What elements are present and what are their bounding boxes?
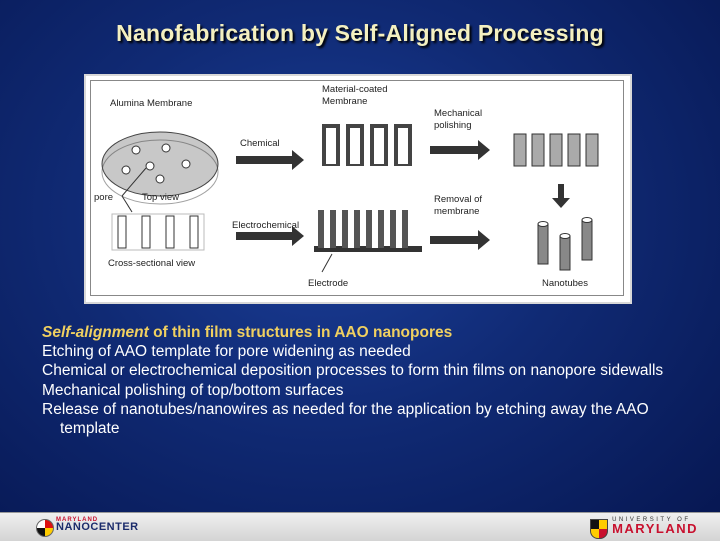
- nanocenter-big-text: NANOCENTER: [56, 521, 139, 533]
- down-arrow: [552, 184, 570, 208]
- umd-small-text: UNIVERSITY OF: [612, 517, 691, 523]
- label-electrode: Electrode: [308, 278, 348, 289]
- bullet-list: Self-alignment of thin film structures i…: [42, 323, 682, 438]
- process-diagram: Alumina Membrane Material-coated Membran…: [84, 74, 632, 304]
- label-alumina-membrane: Alumina Membrane: [110, 98, 192, 109]
- label-cross-sectional: Cross-sectional view: [108, 258, 195, 269]
- diagram-frame: [90, 80, 624, 296]
- label-material-coated-1: Material-coated: [322, 84, 387, 95]
- label-removal-1: Removal of: [434, 194, 482, 205]
- label-electrochemical: Electrochemical: [232, 220, 299, 231]
- bullet-1: Self-alignment of thin film structures i…: [42, 323, 682, 342]
- slide-title: Nanofabrication by Self-Aligned Processi…: [116, 20, 604, 46]
- nanocenter-logo-icon: [36, 519, 54, 537]
- label-top-view: Top view: [142, 192, 179, 203]
- label-mechanical-2: polishing: [434, 120, 472, 131]
- label-material-coated-2: Membrane: [322, 96, 367, 107]
- membrane-disk: [101, 131, 219, 205]
- label-nanotubes: Nanotubes: [542, 278, 588, 289]
- footer-bar: MARYLAND NANOCENTER UNIVERSITY OF MARYLA…: [0, 512, 720, 541]
- label-chemical: Chemical: [240, 138, 280, 149]
- nanotubes: [537, 217, 593, 271]
- umd-shield-icon: [590, 519, 609, 539]
- cross-section-pores: [111, 213, 205, 251]
- bullet-1-rest: of thin film structures in AAO nanopores: [148, 324, 453, 341]
- electrodeposited-structure: [314, 210, 422, 252]
- bullet-4: Mechanical polishing of top/bottom surfa…: [42, 381, 344, 399]
- bullet-1-highlight: Self-alignment: [42, 324, 149, 341]
- bullet-3: Chemical or electrochemical deposition p…: [42, 362, 664, 380]
- label-removal-2: membrane: [434, 206, 479, 217]
- diagram-svg: Alumina Membrane Material-coated Membran…: [94, 84, 599, 289]
- nanocenter-small-text: MARYLAND: [56, 517, 99, 523]
- coated-membrane: [322, 124, 412, 166]
- polishing-arrow: [430, 140, 490, 160]
- electrochemical-arrow: [236, 226, 304, 246]
- label-pore: pore: [94, 192, 113, 203]
- label-mechanical-1: Mechanical: [434, 108, 482, 119]
- bullet-5: Release of nanotubes/nanowires as needed…: [42, 400, 649, 438]
- removal-arrow: [430, 230, 490, 250]
- bullet-2: Etching of AAO template for pore widenin…: [42, 343, 411, 361]
- chemical-arrow: [236, 150, 304, 170]
- maryland-nanocenter-logo: MARYLAND NANOCENTER: [36, 517, 139, 537]
- polished-membrane: [513, 133, 599, 167]
- umd-big-text: MARYLAND: [612, 521, 698, 536]
- umd-logo: UNIVERSITY OF MARYLAND: [590, 517, 698, 539]
